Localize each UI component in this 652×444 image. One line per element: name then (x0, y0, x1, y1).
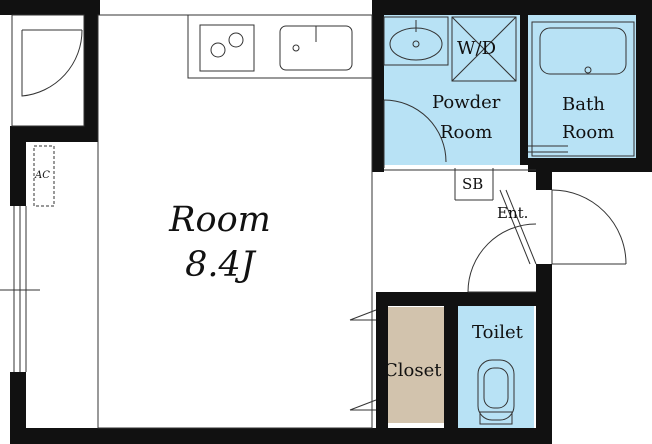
toilet-label: Toilet (472, 322, 523, 343)
bath-label-1: Bath (562, 94, 605, 115)
kitchen-counter (187, 14, 373, 79)
powder-label-1: Powder (432, 92, 501, 113)
bath-door (528, 145, 568, 153)
ac-label: AC (35, 170, 50, 181)
room-size: 8.4J (185, 245, 255, 285)
closet-doors (349, 309, 377, 411)
room-name: Room (169, 200, 271, 240)
toilet-door (467, 223, 537, 293)
ac-unit (33, 145, 55, 207)
bath-label-2: Room (562, 122, 615, 143)
entry-door-left (11, 14, 85, 127)
closet-label: Closet (384, 360, 442, 381)
sb-label: SB (462, 175, 484, 193)
toilet-fixture (477, 359, 515, 425)
wd-label: W/D (457, 38, 496, 59)
bathtub (531, 21, 635, 157)
entrance-door (499, 189, 627, 265)
powder-label-2: Room (440, 122, 493, 143)
entrance-label: Ent. (497, 204, 529, 222)
powder-door (383, 99, 447, 168)
washer-dryer (451, 16, 517, 82)
bath-room-floor (528, 15, 640, 165)
window-left (0, 206, 40, 372)
closet-floor (388, 307, 444, 423)
wash-basin (383, 16, 449, 66)
